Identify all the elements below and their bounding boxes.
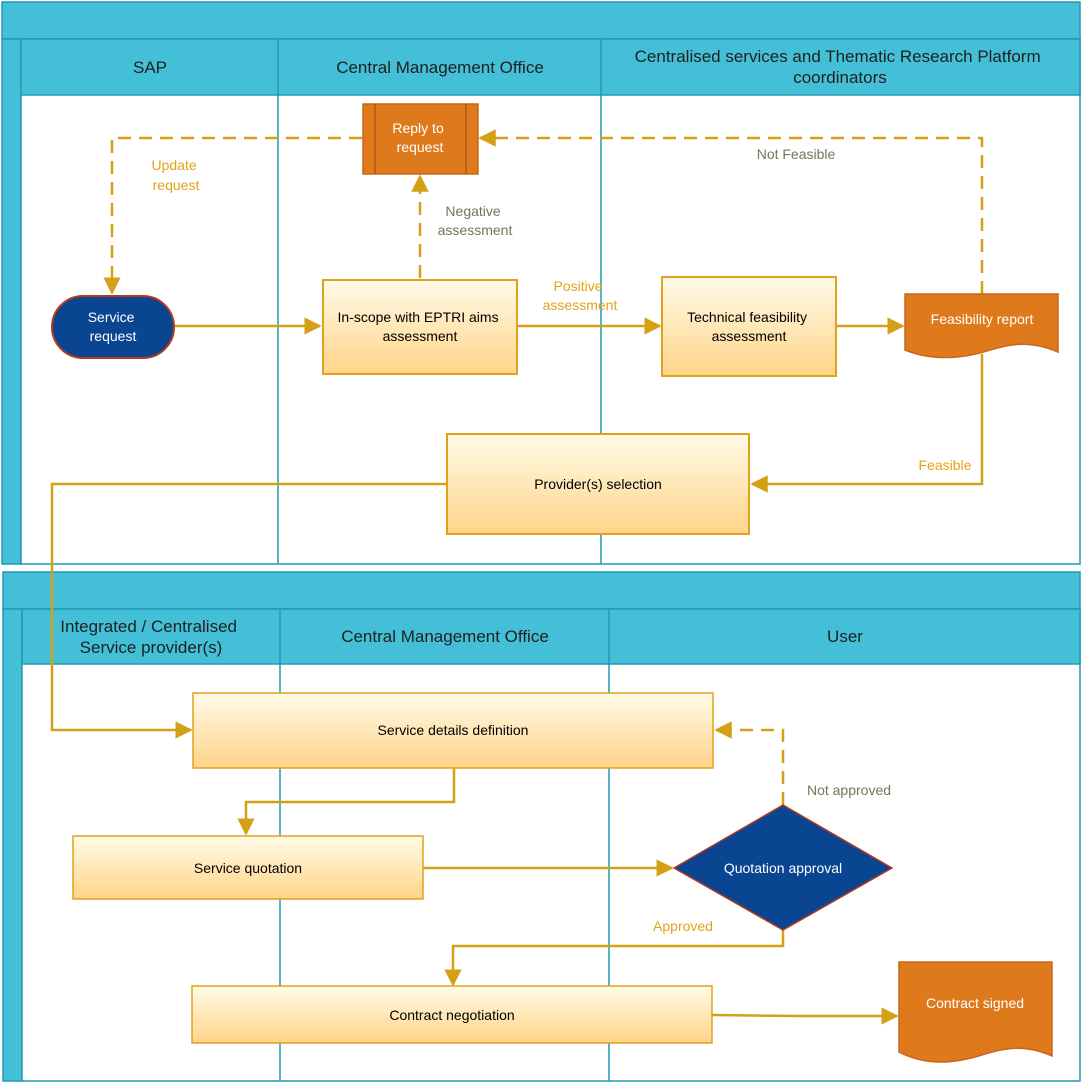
node-service-quotation: Service quotation	[72, 835, 424, 900]
edge-negotiation-to-signed	[711, 1007, 899, 1025]
node-feasibility-report: Feasibility report	[904, 293, 1059, 359]
svg-text:Technical feasibility as: Technical feasibility assessment	[687, 309, 811, 344]
node-in-scope-assessment: In-scope with EPTRI aims assessment	[322, 279, 518, 375]
pool-1: SAP Central Management Office Centralise…	[1, 1, 1081, 565]
svg-text:Reply to request: Reply to request	[392, 120, 447, 155]
edge-provider-to-details	[50, 482, 447, 739]
node-technical-feasibility: Technical feasibility assessment	[661, 276, 837, 377]
contract-signed-label: Contract signed	[926, 995, 1024, 1011]
node-contract-negotiation: Contract negotiation	[191, 985, 713, 1044]
label-feasible: Feasible	[919, 457, 972, 473]
lane-title-service-providers: Integrated / Centralised Service provide…	[60, 617, 241, 657]
label-positive-assessment: Positive assessment	[543, 278, 618, 313]
edge-not-approved	[714, 721, 785, 805]
pool-1-lane-headers	[20, 38, 1081, 96]
pool-2-header	[2, 571, 1081, 610]
pool-2-lane-headers	[21, 608, 1081, 665]
pool-2-side-bar	[2, 608, 23, 1082]
node-reply-to-request: Reply to request	[362, 103, 479, 175]
connectors	[50, 129, 984, 1025]
lane-title-coordinators: Centralised services and Thematic Resear…	[635, 47, 1046, 87]
node-provider-selection: Provider(s) selection	[446, 433, 750, 535]
pool-1-header	[1, 1, 1081, 40]
svg-text:In-scope with EPTRI aims: In-scope with EPTRI aims assessment	[338, 309, 503, 344]
lane-title-cmo-2: Central Management Office	[341, 627, 549, 646]
pool-1-side-bar	[1, 38, 22, 565]
lane-title-user: User	[827, 627, 863, 646]
feasibility-report-label: Feasibility report	[931, 311, 1034, 327]
lane-title-cmo: Central Management Office	[336, 58, 544, 77]
label-not-feasible: Not Feasible	[757, 146, 836, 162]
service-details-label: Service details definition	[378, 722, 529, 738]
label-update-request: Update request	[151, 157, 200, 193]
contract-negotiation-label: Contract negotiation	[389, 1007, 514, 1023]
edge-feasible	[750, 354, 984, 493]
lane-title-sap: SAP	[133, 58, 167, 77]
edge-approved	[444, 930, 785, 987]
edge-not-feasible	[478, 129, 984, 294]
label-not-approved: Not approved	[807, 782, 891, 798]
node-service-request: Service request	[51, 295, 175, 359]
label-negative-assessment: Negative assessment	[438, 203, 513, 238]
label-approved: Approved	[653, 918, 713, 934]
edge-details-to-quotation	[237, 768, 456, 836]
svg-text:Service request: Service request	[88, 309, 139, 344]
provider-selection-label: Provider(s) selection	[534, 476, 662, 492]
service-quotation-label: Service quotation	[194, 860, 302, 876]
quotation-approval-label: Quotation approval	[724, 860, 842, 876]
node-service-details: Service details definition	[192, 692, 714, 769]
node-quotation-approval: Quotation approval	[672, 804, 894, 931]
node-contract-signed: Contract signed	[898, 961, 1053, 1063]
